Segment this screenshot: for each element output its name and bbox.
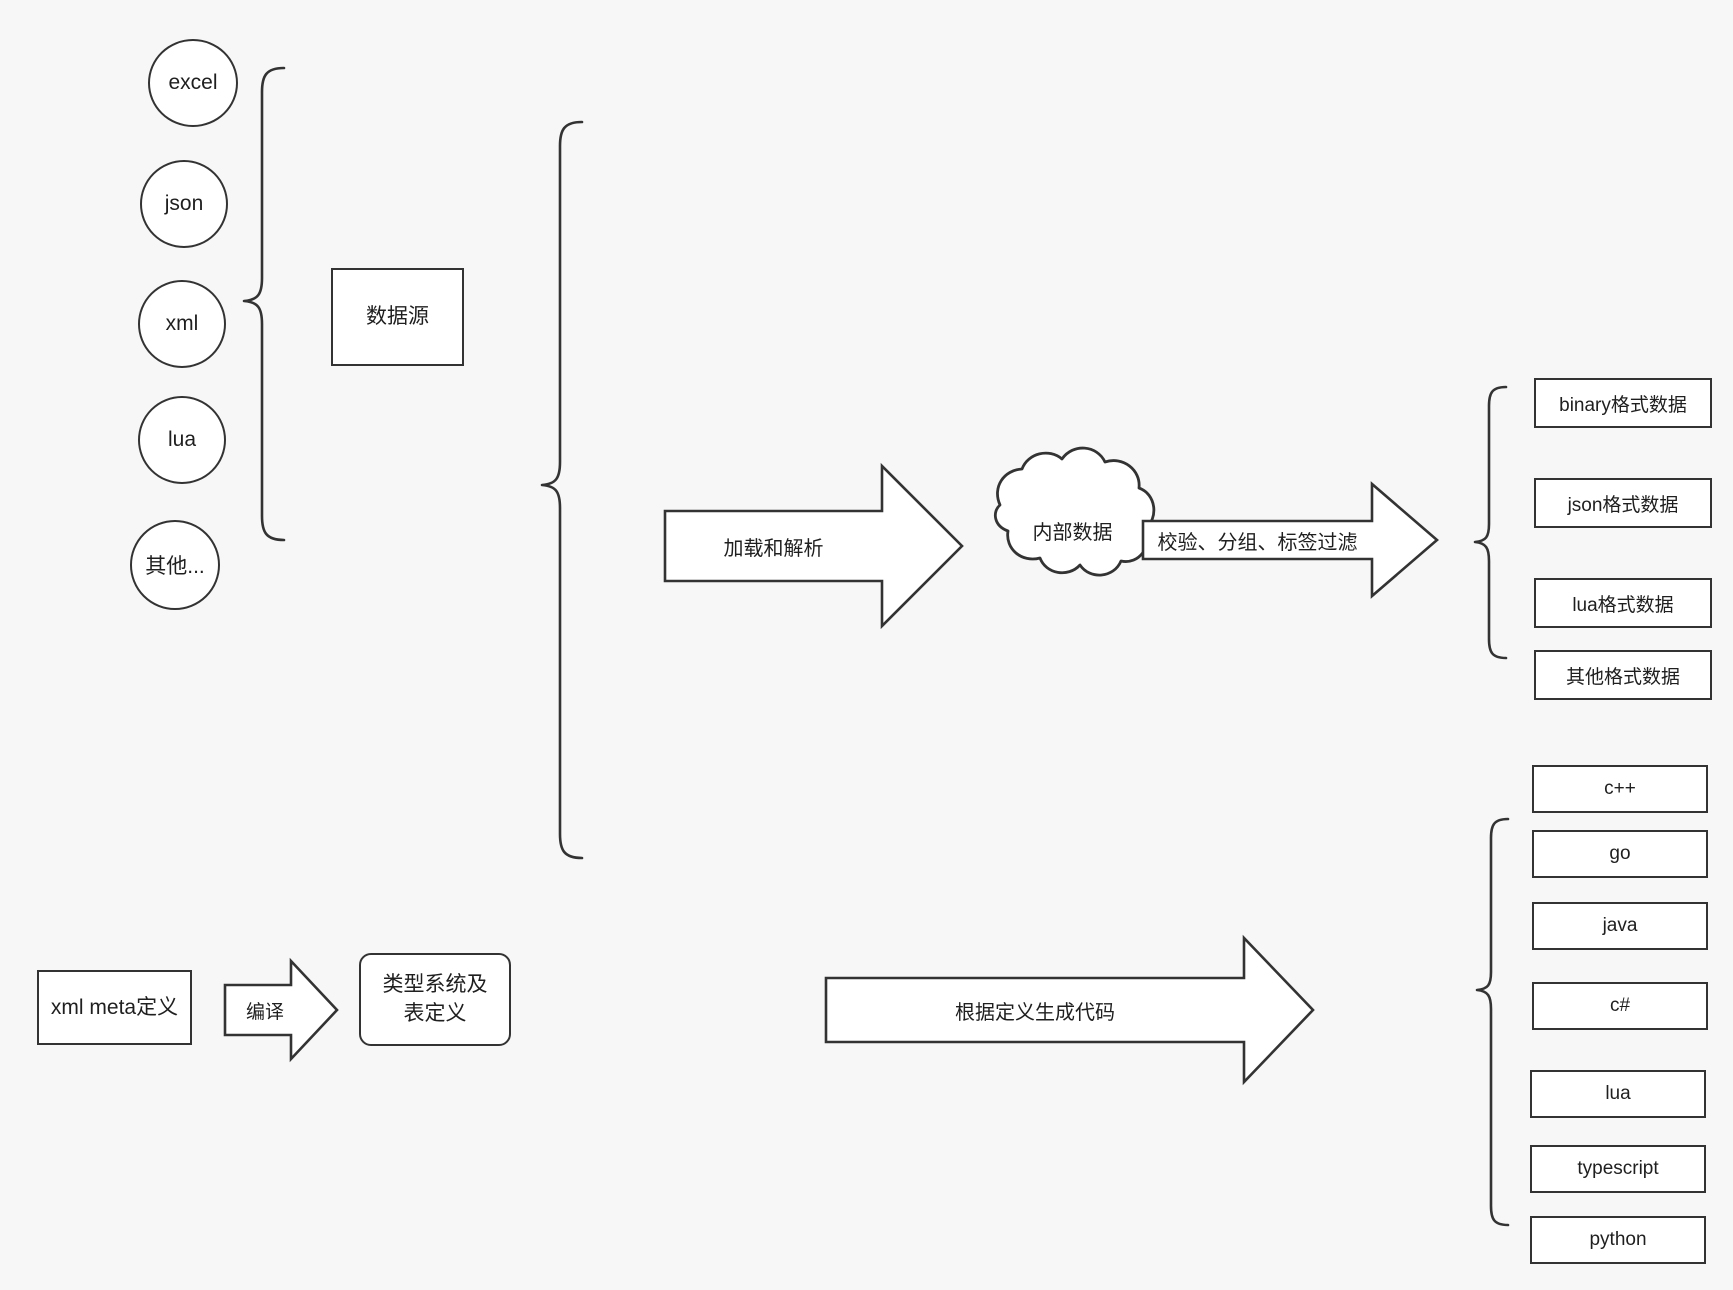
language-label: go <box>1609 843 1631 864</box>
language-label: c# <box>1609 995 1631 1016</box>
xml-meta-definition-box[interactable]: xml meta定义 <box>37 970 192 1045</box>
language-label: c++ <box>1604 778 1636 799</box>
language-label: java <box>1602 915 1638 936</box>
output-label: lua格式数据 <box>1572 594 1674 616</box>
source-ellipse-xml[interactable]: xml <box>138 280 226 368</box>
source-label: xml <box>165 312 199 335</box>
language-label: python <box>1589 1229 1647 1250</box>
source-label: lua <box>167 428 197 451</box>
output-label: 其他格式数据 <box>1565 666 1680 688</box>
language-box-typescript[interactable]: typescript <box>1530 1145 1706 1193</box>
output-box-json[interactable]: json格式数据 <box>1534 478 1712 528</box>
type-system-label: 类型系统及表定义 <box>382 973 488 1025</box>
data-formats-brace <box>1473 385 1508 660</box>
output-label: json格式数据 <box>1567 494 1679 516</box>
language-box-cpp[interactable]: c++ <box>1532 765 1708 813</box>
language-box-lua[interactable]: lua <box>1530 1070 1706 1118</box>
source-label: json <box>164 192 204 215</box>
load-parse-arrow <box>663 462 964 630</box>
sources-brace <box>242 66 286 542</box>
source-label: 其他... <box>145 555 205 578</box>
xml-meta-definition-label: xml meta定义 <box>50 995 179 1019</box>
compile-arrow <box>223 957 339 1063</box>
source-ellipse-excel[interactable]: excel <box>148 39 238 127</box>
source-ellipse-json[interactable]: json <box>140 160 228 248</box>
language-label: lua <box>1605 1083 1631 1104</box>
output-label: binary格式数据 <box>1559 394 1687 416</box>
languages-brace <box>1475 817 1510 1227</box>
source-ellipse-other[interactable]: 其他... <box>130 520 220 610</box>
data-source-label: 数据源 <box>366 305 429 329</box>
source-label: excel <box>168 71 218 94</box>
output-box-lua[interactable]: lua格式数据 <box>1534 578 1712 628</box>
language-box-python[interactable]: python <box>1530 1216 1706 1264</box>
type-system-box[interactable]: 类型系统及表定义 <box>359 953 511 1046</box>
language-label: typescript <box>1577 1158 1659 1179</box>
filter-arrow <box>1141 481 1439 599</box>
language-box-csharp[interactable]: c# <box>1532 982 1708 1030</box>
language-box-java[interactable]: java <box>1532 902 1708 950</box>
language-box-go[interactable]: go <box>1532 830 1708 878</box>
source-ellipse-lua[interactable]: lua <box>138 396 226 484</box>
output-box-binary[interactable]: binary格式数据 <box>1534 378 1712 428</box>
internal-data-cloud <box>993 446 1156 577</box>
pipeline-input-brace <box>540 120 584 860</box>
output-box-other[interactable]: 其他格式数据 <box>1534 650 1712 700</box>
data-source-box[interactable]: 数据源 <box>331 268 464 366</box>
codegen-arrow <box>824 934 1315 1086</box>
